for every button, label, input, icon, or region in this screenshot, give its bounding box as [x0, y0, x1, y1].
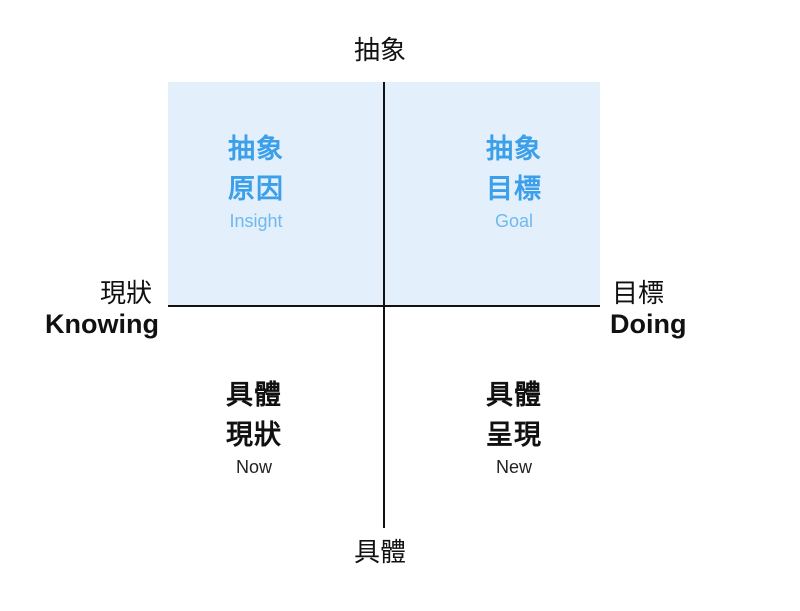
top-right-quadrant-background [384, 82, 600, 306]
quadrant-top-right-english: Goal [494, 211, 534, 231]
quadrant-bottom-left-line2: 現狀 [226, 420, 282, 451]
axis-left-sublabel: Knowing [45, 309, 159, 339]
quadrant-bottom-right-line1: 具體 [486, 380, 542, 411]
quadrant-top-right-line2: 目標 [486, 174, 542, 205]
quadrant-top-left-line2: 原因 [228, 174, 284, 205]
axis-right-sublabel: Doing [610, 309, 687, 339]
quadrant-bottom-right-english: New [495, 457, 532, 477]
axis-left-label: 現狀 [100, 279, 153, 309]
top-left-quadrant-background [168, 82, 384, 306]
quadrant-bottom-right: 具體 呈現 New [444, 376, 584, 478]
quadrant-top-left: 抽象 原因 Insight [186, 130, 326, 232]
quadrant-bottom-right-line2: 呈現 [486, 420, 542, 451]
quadrant-top-left-english: Insight [229, 211, 283, 231]
quadrant-top-right: 抽象 目標 Goal [444, 130, 584, 232]
horizontal-axis [168, 305, 600, 307]
quadrant-top-right-line1: 抽象 [486, 134, 542, 165]
quadrant-bottom-left-english: Now [235, 457, 272, 477]
axis-top-label: 抽象 [354, 36, 407, 66]
axis-right-label: 目標 [612, 279, 665, 309]
quadrant-bottom-left: 具體 現狀 Now [184, 376, 324, 478]
axis-bottom-label: 具體 [354, 538, 407, 568]
quadrant-top-left-line1: 抽象 [228, 134, 284, 165]
quadrant-bottom-left-line1: 具體 [226, 380, 282, 411]
